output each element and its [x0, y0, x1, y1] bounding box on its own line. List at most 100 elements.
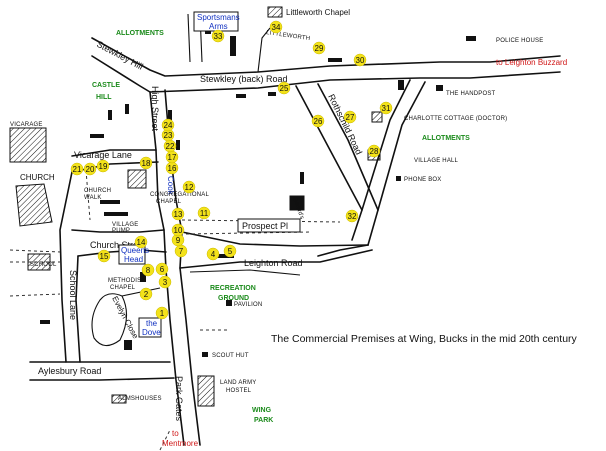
marker-dot[interactable] [97, 249, 111, 263]
wing-park-label-1: WING [252, 407, 272, 414]
premises-marker-4[interactable]: 4 [206, 247, 220, 261]
premises-marker-10[interactable]: 10 [171, 223, 185, 237]
marker-dot[interactable] [139, 287, 153, 301]
marker-dot[interactable] [158, 275, 172, 289]
premises-marker-21[interactable]: 21 [70, 162, 84, 176]
marker-dot[interactable] [70, 162, 84, 176]
building [328, 58, 342, 62]
marker-dot[interactable] [141, 263, 155, 277]
marker-number: 31 [382, 104, 391, 113]
school-lane-label: School Lane [68, 270, 78, 320]
marker-dot[interactable] [139, 156, 153, 170]
premises-marker-20[interactable]: 20 [83, 162, 97, 176]
marker-dot[interactable] [269, 20, 283, 34]
marker-number: 11 [200, 209, 209, 218]
church-street-label: Church Street [90, 240, 146, 250]
marker-number: 4 [211, 250, 216, 259]
marker-dot[interactable] [155, 262, 169, 276]
premises-marker-7[interactable]: 7 [174, 244, 188, 258]
littleworth-chapel-label: Littleworth Chapel [286, 8, 350, 17]
marker-dot[interactable] [197, 206, 211, 220]
police-house-building [466, 36, 476, 41]
premises-marker-34[interactable]: 34 [269, 20, 283, 34]
premises-marker-6[interactable]: 6 [155, 262, 169, 276]
marker-dot[interactable] [161, 118, 175, 132]
premises-marker-15[interactable]: 15 [97, 249, 111, 263]
premises-marker-11[interactable]: 11 [197, 206, 211, 220]
marker-dot[interactable] [171, 207, 185, 221]
high-street-label: High Street [150, 86, 160, 132]
premises-marker-12[interactable]: 12 [182, 180, 196, 194]
premises-marker-8[interactable]: 8 [141, 263, 155, 277]
marker-dot[interactable] [312, 41, 326, 55]
marker-dot[interactable] [367, 144, 381, 158]
premises-marker-18[interactable]: 18 [139, 156, 153, 170]
premises-marker-27[interactable]: 27 [343, 110, 357, 124]
marker-number: 22 [166, 142, 175, 151]
handpost-label: THE HANDPOST [446, 91, 496, 97]
charlotte-cottage-building [371, 111, 383, 123]
methodist-label-1: METHODIST [108, 278, 145, 284]
recreation-ground-label-2: GROUND [218, 295, 249, 302]
queens-head-label-2: Head [124, 255, 143, 264]
premises-marker-22[interactable]: 22 [163, 139, 177, 153]
premises-marker-19[interactable]: 19 [96, 159, 110, 173]
marker-dot[interactable] [343, 110, 357, 124]
premises-marker-3[interactable]: 3 [158, 275, 172, 289]
church-label: CHURCH [20, 173, 55, 182]
marker-dot[interactable] [171, 223, 185, 237]
premises-marker-32[interactable]: 32 [345, 209, 359, 223]
marker-number: 19 [99, 162, 108, 171]
marker-dot[interactable] [83, 162, 97, 176]
premises-marker-29[interactable]: 29 [312, 41, 326, 55]
congregational-label-1: CONGREGATIONAL [150, 192, 209, 198]
allotments-e-label: ALLOTMENTS [422, 135, 470, 142]
premises-marker-24[interactable]: 24 [161, 118, 175, 132]
marker-dot[interactable] [379, 101, 393, 115]
marker-dot[interactable] [182, 180, 196, 194]
premises-marker-5[interactable]: 5 [223, 244, 237, 258]
marker-dot[interactable] [345, 209, 359, 223]
premises-marker-2[interactable]: 2 [139, 287, 153, 301]
premises-marker-16[interactable]: 16 [165, 161, 179, 175]
premises-marker-28[interactable]: 28 [367, 144, 381, 158]
premises-marker-14[interactable]: 14 [134, 235, 148, 249]
premises-marker-1[interactable]: 1 [155, 306, 169, 320]
premises-marker-33[interactable]: 33 [211, 29, 225, 43]
stewkley-hill-label: Stewkley Hill [95, 39, 145, 72]
marker-number: 1 [160, 309, 165, 318]
premises-marker-30[interactable]: 30 [353, 53, 367, 67]
marker-dot[interactable] [96, 159, 110, 173]
vicarage-lane-label: Vicarage Lane [74, 150, 132, 160]
phone-box-label: PHONE BOX [404, 177, 441, 183]
marker-dot[interactable] [277, 81, 291, 95]
marker-dot[interactable] [155, 306, 169, 320]
recreation-ground-label-1: RECREATION [210, 285, 256, 292]
marker-dot[interactable] [211, 29, 225, 43]
premises-marker-26[interactable]: 26 [311, 114, 325, 128]
police-house-label: POLICE HOUSE [496, 38, 543, 44]
area-labels: ALLOTMENTS CASTLE HILL ALLOTMENTS RECREA… [92, 30, 470, 424]
marker-dot[interactable] [206, 247, 220, 261]
marker-dot[interactable] [134, 235, 148, 249]
mentmore-label: Mentmore [162, 439, 199, 448]
building [40, 320, 50, 324]
premises-marker-25[interactable]: 25 [277, 81, 291, 95]
rothschild-road-label: Rothschild Road [326, 92, 364, 156]
marker-number: 17 [168, 153, 177, 162]
premises-marker-13[interactable]: 13 [171, 207, 185, 221]
marker-dot[interactable] [311, 114, 325, 128]
marker-dot[interactable] [223, 244, 237, 258]
marker-dot[interactable] [353, 53, 367, 67]
park-gates-label: Park Gates [174, 376, 184, 422]
premises-marker-31[interactable]: 31 [379, 101, 393, 115]
the-dove-label-1: the [146, 319, 158, 328]
charlotte-cottage-label: CHARLOTTE COTTAGE (DOCTOR) [404, 116, 507, 122]
marker-number: 20 [86, 165, 95, 174]
building [300, 172, 304, 184]
handpost-building [436, 85, 443, 91]
scout-hut-label: SCOUT HUT [212, 353, 249, 359]
congregational-label-2: CHAPEL [156, 199, 182, 205]
premises-marker-17[interactable]: 17 [165, 150, 179, 164]
